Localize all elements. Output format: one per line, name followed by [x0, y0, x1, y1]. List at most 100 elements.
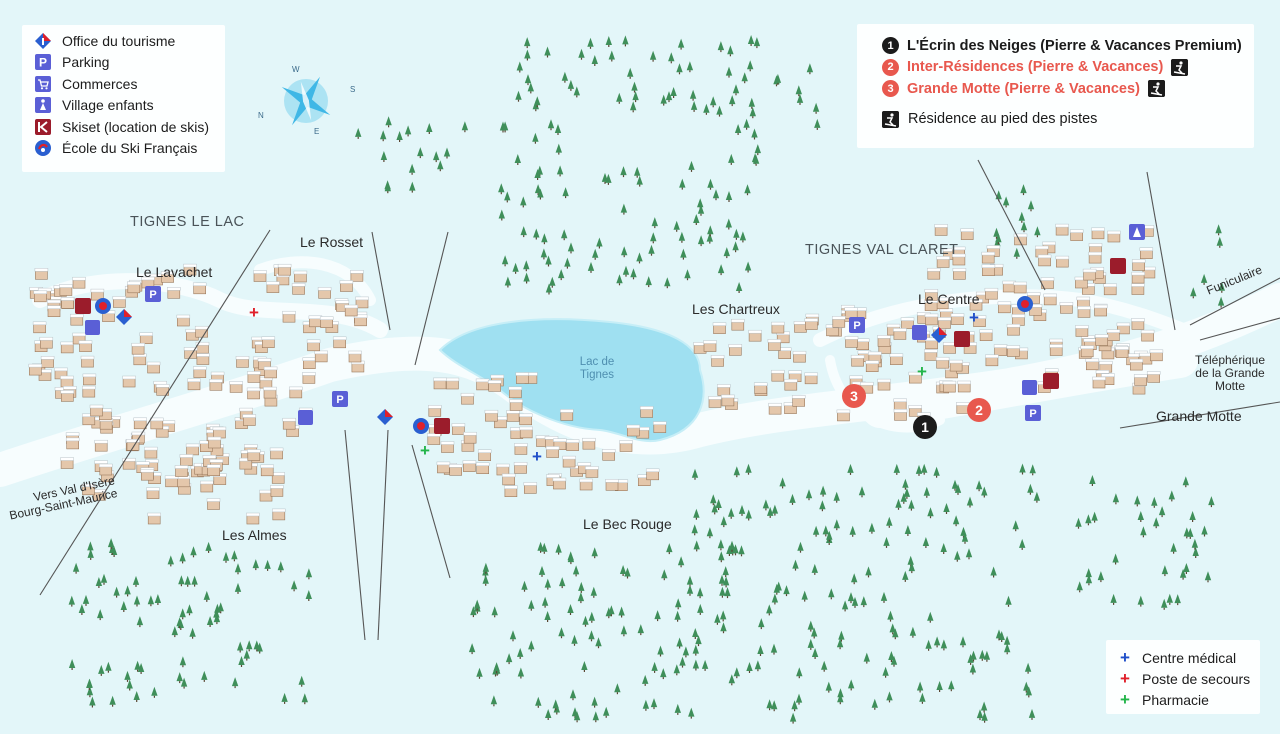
- label-tignes-le-lac: TIGNES LE LAC: [130, 214, 245, 230]
- building: [924, 349, 938, 361]
- building: [282, 310, 296, 323]
- building: [445, 377, 460, 390]
- building: [844, 336, 859, 348]
- building: [771, 321, 785, 334]
- building: [626, 424, 641, 437]
- pharmacy-cross-icon: +: [1120, 689, 1130, 709]
- building: [1075, 325, 1089, 337]
- building: [979, 329, 993, 342]
- building: [950, 313, 965, 325]
- building: [60, 457, 74, 469]
- label-les-chartreux: Les Chartreux: [692, 301, 780, 317]
- building: [277, 263, 292, 276]
- building: [484, 409, 499, 422]
- building: [509, 399, 523, 411]
- building: [65, 437, 80, 450]
- building: [877, 378, 891, 391]
- legend-row-parking: P Parking: [35, 52, 225, 74]
- building: [1131, 259, 1146, 271]
- svg-text:+: +: [420, 441, 430, 460]
- building: [306, 339, 321, 352]
- building: [32, 321, 47, 334]
- building: [652, 421, 667, 433]
- skiset-markers: [75, 258, 1126, 434]
- building: [645, 468, 660, 481]
- building: [1133, 374, 1148, 386]
- building: [721, 394, 735, 407]
- building: [127, 281, 141, 294]
- building: [855, 338, 870, 351]
- residence-label: Grande Motte (Pierre & Vacances): [907, 80, 1140, 97]
- legend-label: Office du tourisme: [62, 32, 176, 49]
- compass-s: S: [350, 85, 355, 94]
- residence-number-badge: 3: [882, 80, 899, 98]
- legend-label: Village enfants: [62, 97, 154, 114]
- building: [1091, 227, 1105, 240]
- building: [259, 489, 273, 502]
- residence-number-badge: 2: [882, 58, 899, 76]
- svg-text:P: P: [336, 394, 343, 406]
- building: [133, 417, 147, 430]
- residence-marker-2[interactable]: 2: [967, 398, 991, 422]
- residence-label: L'Écrin des Neiges (Pierre & Vacances Pr…: [907, 37, 1242, 54]
- medical-markers: + + + + +: [249, 303, 979, 466]
- building: [60, 341, 74, 354]
- building: [271, 472, 286, 484]
- building: [1146, 371, 1161, 383]
- building: [246, 387, 261, 400]
- medical-row-centre: +Centre médical: [1118, 647, 1260, 668]
- lake-label-line2: Tignes: [579, 369, 615, 381]
- residence-row-3[interactable]: 3 Grande Motte (Pierre & Vacances): [882, 78, 1254, 100]
- building: [957, 380, 972, 393]
- residences-legend: 1 L'Écrin des Neiges (Pierre & Vacances …: [857, 24, 1254, 148]
- ski-in-ski-out-icon: [1171, 58, 1189, 76]
- building: [1043, 293, 1057, 306]
- building: [1092, 376, 1106, 389]
- building: [893, 398, 908, 411]
- tourist-office-icon: [35, 32, 51, 49]
- building: [545, 446, 560, 458]
- building: [209, 378, 223, 391]
- compass-n: N: [258, 111, 264, 120]
- building: [993, 344, 1008, 356]
- telepherique-line2: de la Grande: [1195, 366, 1265, 380]
- building: [496, 463, 510, 476]
- building: [565, 439, 580, 451]
- label-les-almes: Les Almes: [222, 527, 287, 543]
- building: [1131, 283, 1145, 295]
- residence-row-2[interactable]: 2 Inter-Résidences (Pierre & Vacances): [882, 57, 1254, 79]
- building: [122, 375, 136, 388]
- building: [271, 508, 286, 521]
- building: [1088, 251, 1102, 264]
- commerce-markers: [85, 320, 1037, 425]
- building: [353, 314, 368, 327]
- building: [730, 318, 745, 331]
- building: [33, 290, 48, 303]
- legend-label: Parking: [62, 54, 110, 71]
- building: [562, 455, 576, 468]
- building: [985, 354, 999, 367]
- building: [1131, 271, 1145, 284]
- building: [433, 377, 447, 390]
- lake-label-line1: Lac de: [579, 356, 615, 368]
- building: [133, 353, 147, 366]
- building: [506, 410, 520, 422]
- legend-row-village-enfants: Village enfants: [35, 95, 225, 117]
- label-le-bec-rouge: Le Bec Rouge: [583, 516, 672, 532]
- residence-marker-3[interactable]: 3: [842, 384, 866, 408]
- building: [728, 343, 743, 356]
- building: [308, 315, 323, 328]
- building: [179, 454, 194, 466]
- building: [212, 426, 227, 439]
- building: [78, 340, 93, 352]
- building: [984, 287, 999, 300]
- building: [112, 296, 127, 308]
- svg-text:+: +: [917, 362, 927, 381]
- building: [348, 350, 362, 363]
- ski-school-markers: [95, 296, 1033, 434]
- building: [339, 280, 354, 292]
- residence-row-1[interactable]: 1 L'Écrin des Neiges (Pierre & Vacances …: [882, 35, 1254, 57]
- residence-marker-1[interactable]: 1: [913, 415, 937, 439]
- legend-label: Skiset (location de skis): [62, 118, 210, 135]
- building: [477, 449, 492, 462]
